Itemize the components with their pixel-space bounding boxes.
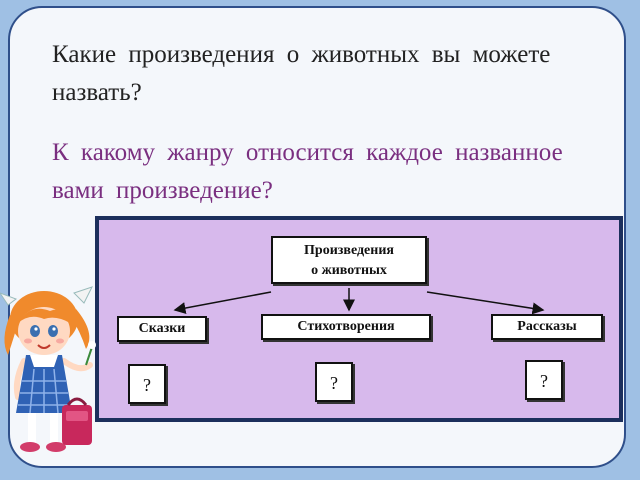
- genre-diagram: Произведения о животных Сказки Стихотвор…: [95, 216, 623, 422]
- question-2: К какому жанру относится каждое названно…: [52, 139, 563, 204]
- branch-tales: Сказки: [117, 316, 207, 342]
- branch-stories: Рассказы: [491, 314, 603, 340]
- root-line-1: Произведения: [304, 243, 394, 258]
- unknown-box-3: ?: [525, 360, 563, 400]
- arrow-to-tales: [173, 291, 272, 314]
- unknown-box-1: ?: [128, 364, 166, 404]
- branch-poems: Стихотворения: [261, 314, 431, 340]
- schoolgirl-illustration: [0, 286, 96, 452]
- root-node: Произведения о животных: [271, 236, 427, 284]
- question-1: Какие произведения о животных вы можете …: [52, 41, 551, 106]
- root-line-2: о животных: [311, 263, 387, 278]
- diagram-arrows: [173, 288, 545, 315]
- arrow-to-stories: [426, 291, 545, 315]
- unknown-box-2: ?: [315, 362, 353, 402]
